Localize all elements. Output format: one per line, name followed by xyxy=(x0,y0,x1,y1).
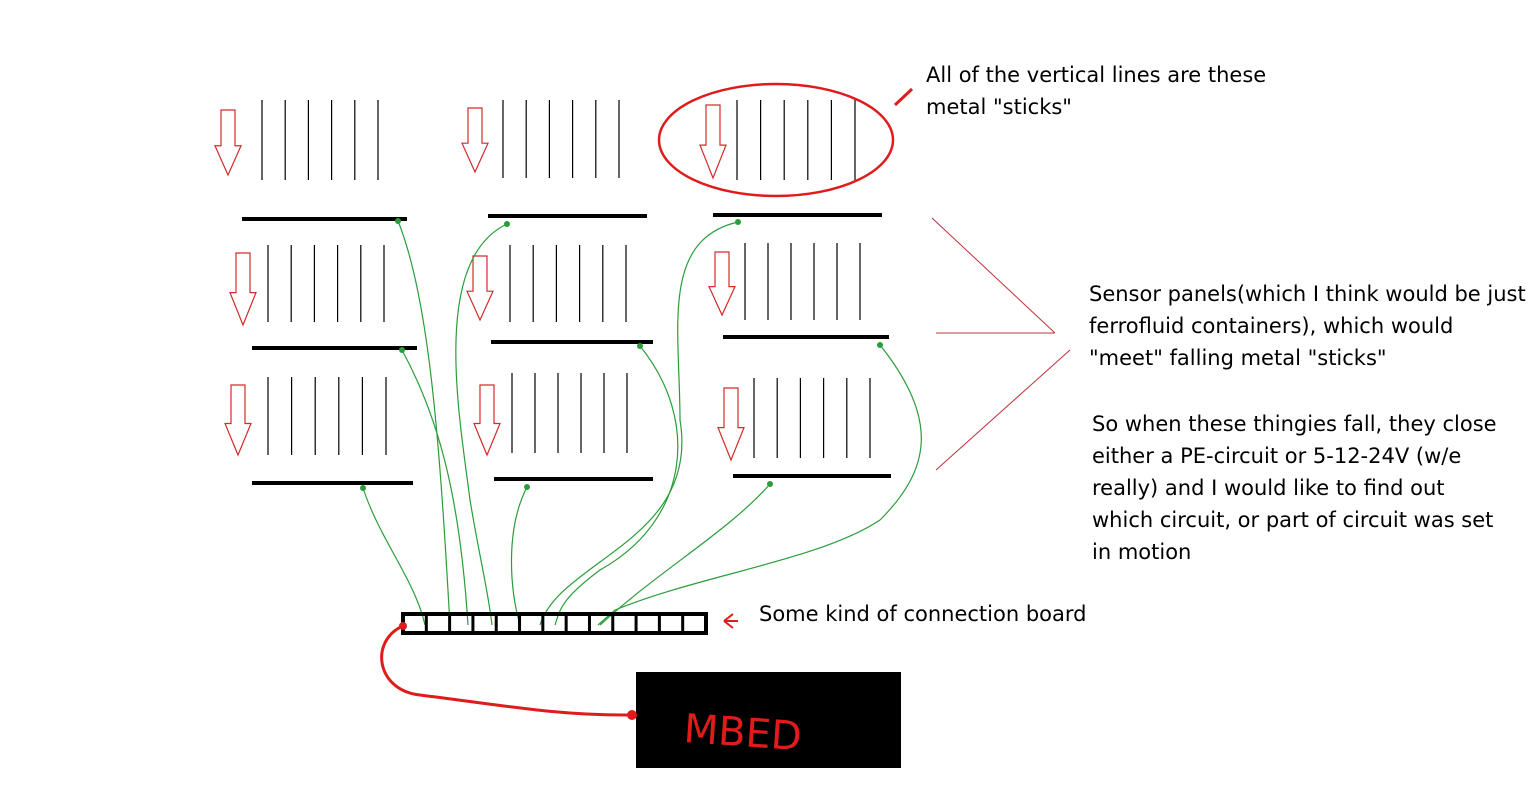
wire-endpoint xyxy=(399,347,405,353)
mbed-board xyxy=(636,672,901,768)
circuit-note-line: either a PE-circuit or 5-12-24V (w/e xyxy=(1092,444,1462,468)
wire-endpoint xyxy=(637,343,643,349)
signal-wire xyxy=(539,221,739,626)
signal-wire xyxy=(510,486,528,626)
sticks-note-line: metal "sticks" xyxy=(926,95,1072,119)
down-arrow-icon xyxy=(229,252,257,327)
circuit-note-line: which circuit, or part of circuit was se… xyxy=(1092,508,1494,532)
sticks-note-line: All of the vertical lines are these xyxy=(926,63,1267,87)
signal-wire xyxy=(554,345,679,626)
signal-wire xyxy=(455,223,508,626)
sticks-note: All of the vertical lines are these meta… xyxy=(926,59,1266,123)
pointer-line xyxy=(931,217,1056,334)
wire-endpoint xyxy=(504,221,510,227)
wire-endpoint xyxy=(767,481,773,487)
down-arrow-icon xyxy=(466,255,494,322)
sensor-note-line: "meet" falling metal "sticks" xyxy=(1089,346,1387,370)
circuit-note-line: So when these thingies fall, they close xyxy=(1092,412,1497,436)
wire-endpoint xyxy=(735,219,741,225)
signal-wire xyxy=(397,220,451,626)
wire-endpoint xyxy=(524,484,530,490)
down-arrow-icon xyxy=(214,109,242,177)
left-arrow-icon xyxy=(723,613,738,629)
circuit-note: So when these thingies fall, they close … xyxy=(1092,408,1497,568)
wire-endpoint xyxy=(395,218,401,224)
wire-endpoint xyxy=(399,622,407,630)
signal-wire xyxy=(401,349,469,626)
circuit-note-line: in motion xyxy=(1092,540,1192,564)
signal-wire xyxy=(599,483,771,626)
signal-wire xyxy=(362,487,426,626)
down-arrow-icon xyxy=(224,384,252,457)
power-wire xyxy=(380,624,633,717)
highlight-ellipse xyxy=(657,82,895,198)
down-arrow-icon xyxy=(708,251,736,317)
down-arrow-icon xyxy=(717,387,745,462)
down-arrow-icon xyxy=(473,384,501,457)
wire-endpoint xyxy=(360,485,366,491)
board-note: Some kind of connection board xyxy=(759,602,1087,626)
down-arrow-icon xyxy=(461,107,489,174)
down-arrow-icon xyxy=(699,104,727,180)
sensor-note-line: ferrofluid containers), which would xyxy=(1089,314,1454,338)
mbed-label: MBED xyxy=(682,706,803,760)
pointer-mark xyxy=(893,87,914,107)
sensor-note: Sensor panels(which I think would be jus… xyxy=(1089,278,1526,374)
signal-wire xyxy=(597,344,922,626)
pointer-line xyxy=(935,349,1071,471)
wire-endpoint xyxy=(877,342,883,348)
circuit-note-line: really) and I would like to find out xyxy=(1092,476,1445,500)
wire-endpoint xyxy=(627,710,637,720)
sensor-note-line: Sensor panels(which I think would be jus… xyxy=(1089,282,1526,306)
